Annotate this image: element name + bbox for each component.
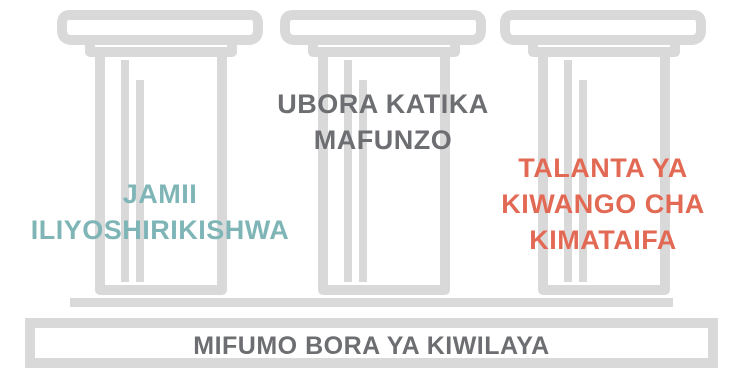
column-flutes: [121, 60, 587, 282]
pillar-label-community: JAMII ILIYOSHIRIKISHWA: [10, 176, 310, 248]
pillar-label-line: JAMII: [122, 179, 198, 209]
pillar-label-line: KIMATAIFA: [529, 225, 677, 255]
pillar-3-column: [500, 10, 706, 295]
pillar-2-column: [280, 10, 486, 295]
pillar-label-line: MAFUNZO: [313, 125, 453, 155]
base-frame: [25, 318, 718, 368]
pillar-1-column: [57, 10, 263, 295]
pillar-label-line: TALANTA YA: [518, 153, 688, 183]
pillar-label-education: UBORA KATIKA MAFUNZO: [233, 86, 533, 158]
pillar-label-talent: TALANTA YA KIWANGO CHA KIMATAIFA: [468, 150, 738, 258]
pillar-label-line: KIWANGO CHA: [501, 189, 705, 219]
pillar-label-line: UBORA KATIKA: [277, 89, 489, 119]
base-label: MIFUMO BORA YA KIWILAYA: [193, 332, 550, 360]
pillar-label-line: ILIYOSHIRIKISHWA: [30, 215, 290, 245]
stylobate-bar: [70, 298, 673, 307]
